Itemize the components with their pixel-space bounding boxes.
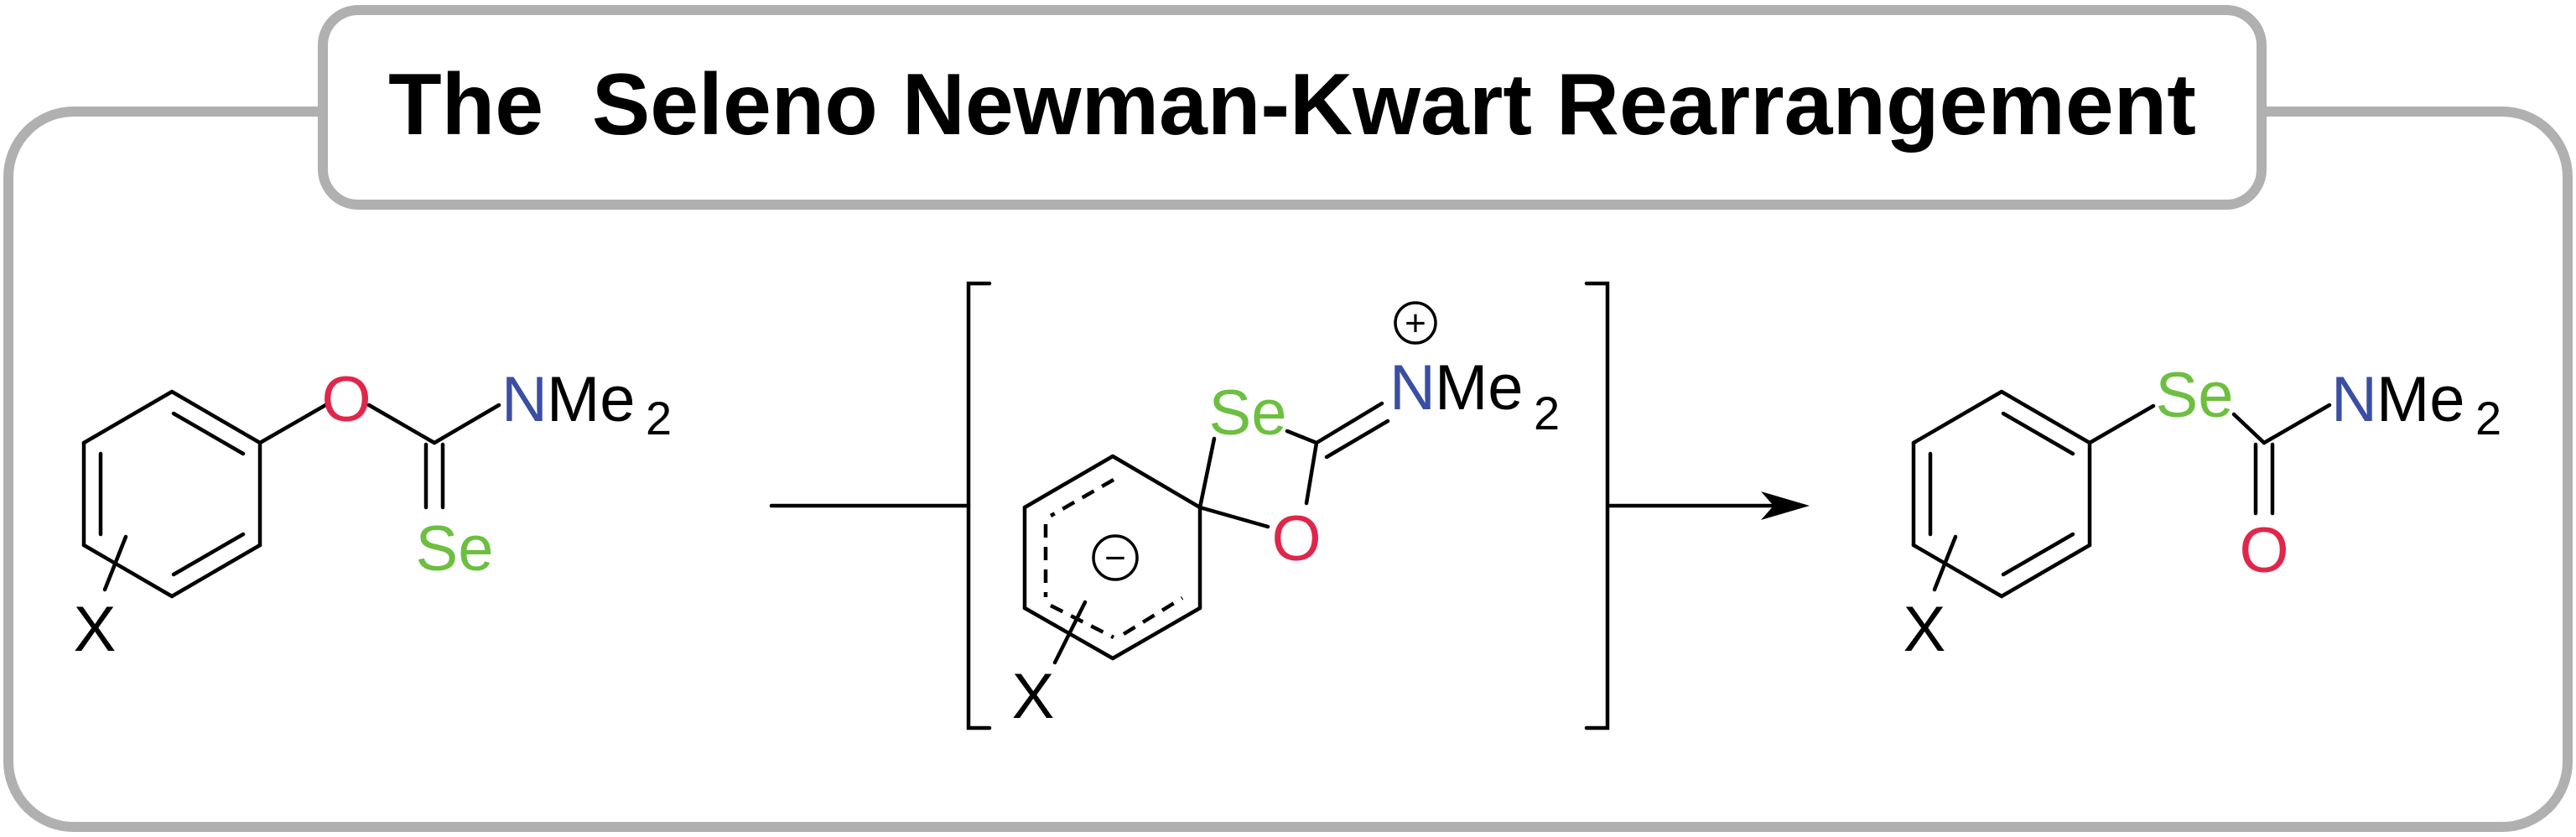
reaction-arrowhead	[1761, 491, 1810, 520]
product-subscript: 2	[2475, 392, 2501, 444]
product-benzene-ring	[1911, 389, 2092, 599]
intermediate-se-c-bond	[1285, 429, 1319, 445]
reactant-subscript: 2	[646, 392, 672, 444]
product-substituent-x: X	[1903, 594, 1946, 665]
reactant-selenium-atom: Se	[416, 513, 494, 585]
reactant-o-c-bond	[366, 403, 437, 445]
transition-state-bracket	[966, 281, 1610, 730]
reactant-nitrogen-atom: N	[501, 364, 548, 435]
positive-charge-circle	[1394, 301, 1437, 345]
product-aryl-se-bond	[2087, 403, 2156, 445]
positive-charge-sign: +	[1405, 303, 1426, 344]
intermediate-selenium-atom: Se	[1209, 377, 1287, 449]
product-selenium-atom: Se	[2156, 360, 2234, 431]
reactant-methyl-label: Me	[547, 364, 636, 435]
negative-charge-circle	[1092, 534, 1139, 581]
outer-frame	[3, 107, 2573, 832]
reactant-x-bond	[102, 534, 128, 592]
reactant-aryl-o-bond	[257, 402, 330, 445]
intermediate-molecule: X − Se N Me 2 + O	[1012, 301, 1560, 732]
intermediate-c-n-double-1	[1314, 401, 1384, 445]
intermediate-subscript: 2	[1534, 387, 1560, 439]
left-bracket	[966, 281, 992, 730]
product-x-bond	[1932, 534, 1958, 592]
intermediate-methyl-label: Me	[1435, 352, 1524, 424]
product-se-c-bond	[2231, 412, 2267, 445]
product-methyl-label: Me	[2376, 364, 2465, 435]
scheme-title: The Seleno Newman-Kwart Rearrangement	[388, 56, 2196, 153]
intermediate-nitrogen-atom: N	[1389, 352, 1436, 424]
product-nitrogen-atom: N	[2331, 364, 2377, 435]
reactant-c-n-bond	[432, 403, 501, 445]
product-c-n-bond	[2262, 403, 2332, 445]
product-oxygen-atom: O	[2239, 515, 2288, 586]
product-molecule: X Se N Me 2 O	[1903, 360, 2502, 665]
reactant-substituent-x: X	[74, 594, 117, 665]
reactant-molecule: X O N Me 2 Se	[74, 364, 673, 665]
intermediate-x-bond	[1052, 600, 1088, 665]
right-bracket	[1584, 281, 1610, 730]
intermediate-o-c-bond	[1197, 505, 1270, 529]
title-box	[318, 5, 2267, 210]
intermediate-c-n-double-2	[1324, 418, 1390, 460]
intermediate-c-se-bond	[1197, 436, 1217, 510]
intermediate-substituent-x: X	[1012, 661, 1055, 732]
intermediate-oxygen-atom: O	[1271, 503, 1321, 574]
reactant-benzene-ring	[81, 389, 262, 599]
intermediate-c-o-bond	[1304, 440, 1319, 506]
reactant-oxygen-atom: O	[321, 364, 371, 435]
negative-charge-sign: −	[1104, 538, 1126, 579]
